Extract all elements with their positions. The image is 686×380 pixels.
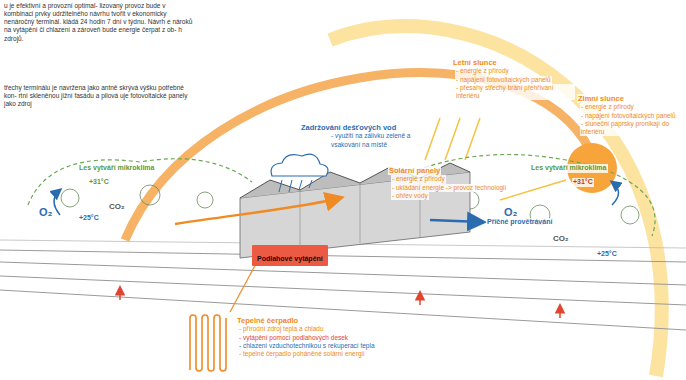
rail-track xyxy=(0,290,686,330)
callout-heading: Les vytváří mikroklima xyxy=(78,164,156,173)
oxygen-arrow xyxy=(54,190,60,215)
callout-bullet: - energie z přírody xyxy=(455,67,510,75)
callout-heading: Zadržování dešťových vod xyxy=(300,123,397,132)
rail-track xyxy=(0,262,686,285)
callout-heading: Tepelné čerpadlo xyxy=(236,316,299,325)
tree xyxy=(61,189,79,207)
airflow-arrow xyxy=(175,198,340,224)
rail-track xyxy=(0,250,686,262)
temperature: +31°C xyxy=(88,178,110,187)
temperature: +31°C xyxy=(572,178,594,187)
tree xyxy=(197,192,213,208)
temperature: +25°C xyxy=(596,250,618,259)
sun-ray xyxy=(445,118,460,160)
forest-outline xyxy=(28,159,252,205)
floor-heating-band: Podlahové vytápění xyxy=(252,245,328,266)
band-label: Podlahové vytápění xyxy=(257,255,323,262)
callout-bullet: - napájení fotovoltaických panelů xyxy=(455,76,552,84)
sun-ray xyxy=(425,118,440,160)
rain xyxy=(279,180,282,192)
rain xyxy=(309,180,312,188)
callout-bullet: - energie z přírody xyxy=(391,175,446,183)
callout-bullet: - tepelné čerpadlo poháněné solární ener… xyxy=(238,350,366,358)
callout-bullet: - chlazení vzduchotechnikou s rekuperací… xyxy=(238,342,376,350)
gas-label: CO₂ xyxy=(552,234,570,244)
glass-facade xyxy=(300,190,301,250)
glass-facade xyxy=(360,183,361,243)
callout-bullet: - vytápění pomocí podlahových desek xyxy=(238,334,349,342)
leader-line xyxy=(230,260,258,312)
gas-label: O₂ xyxy=(38,206,53,220)
callout-heading: Les vytváří mikroklima xyxy=(530,164,608,173)
callout-bullet: - využití na zálivku zeleně a vsakování … xyxy=(330,132,422,148)
callout-heading: Příčné provětrávání xyxy=(486,218,553,227)
sun-ray xyxy=(465,118,480,160)
callout-bullet: - ohřev vody xyxy=(391,192,429,200)
callout-bullet: - přesahy střechy brání přehřívání inter… xyxy=(455,84,575,100)
callout-heading: Solární panely xyxy=(388,166,441,175)
heat-arrow xyxy=(419,293,421,305)
callout-bullet: - ukládání energie -> provoz technologií xyxy=(391,184,507,192)
intro-text: třechy terminálu je navržena jako antně … xyxy=(3,84,195,108)
rail-track xyxy=(0,276,686,305)
gas-label: CO₂ xyxy=(108,202,126,212)
callout-bullet: - napájení fotovoltaických panelů xyxy=(580,112,680,120)
heat-arrow xyxy=(559,306,561,318)
tree xyxy=(621,206,639,224)
rain-cloud xyxy=(271,154,328,176)
tree xyxy=(140,185,160,205)
callout-heading: Letní slunce xyxy=(452,58,498,67)
airflow-arrow xyxy=(430,220,482,222)
callout-bullet: - energie z přírody xyxy=(580,103,635,111)
callout-bullet: - přírodní zdroj tepla a chladu xyxy=(238,325,325,333)
heat-pump-coil xyxy=(190,315,226,371)
oxygen-arrow xyxy=(612,182,619,205)
sun-ray xyxy=(500,180,566,200)
rain xyxy=(289,180,292,192)
callout-bullet: - sluneční paprsky pronikají do interiér… xyxy=(580,120,680,136)
rain xyxy=(299,180,302,190)
intro-text: u je efektivní a provozní optimal- lizov… xyxy=(3,2,195,43)
temperature: +25°C xyxy=(78,214,100,223)
callout-heading: Zimní slunce xyxy=(577,94,625,103)
heat-arrow xyxy=(119,288,121,300)
